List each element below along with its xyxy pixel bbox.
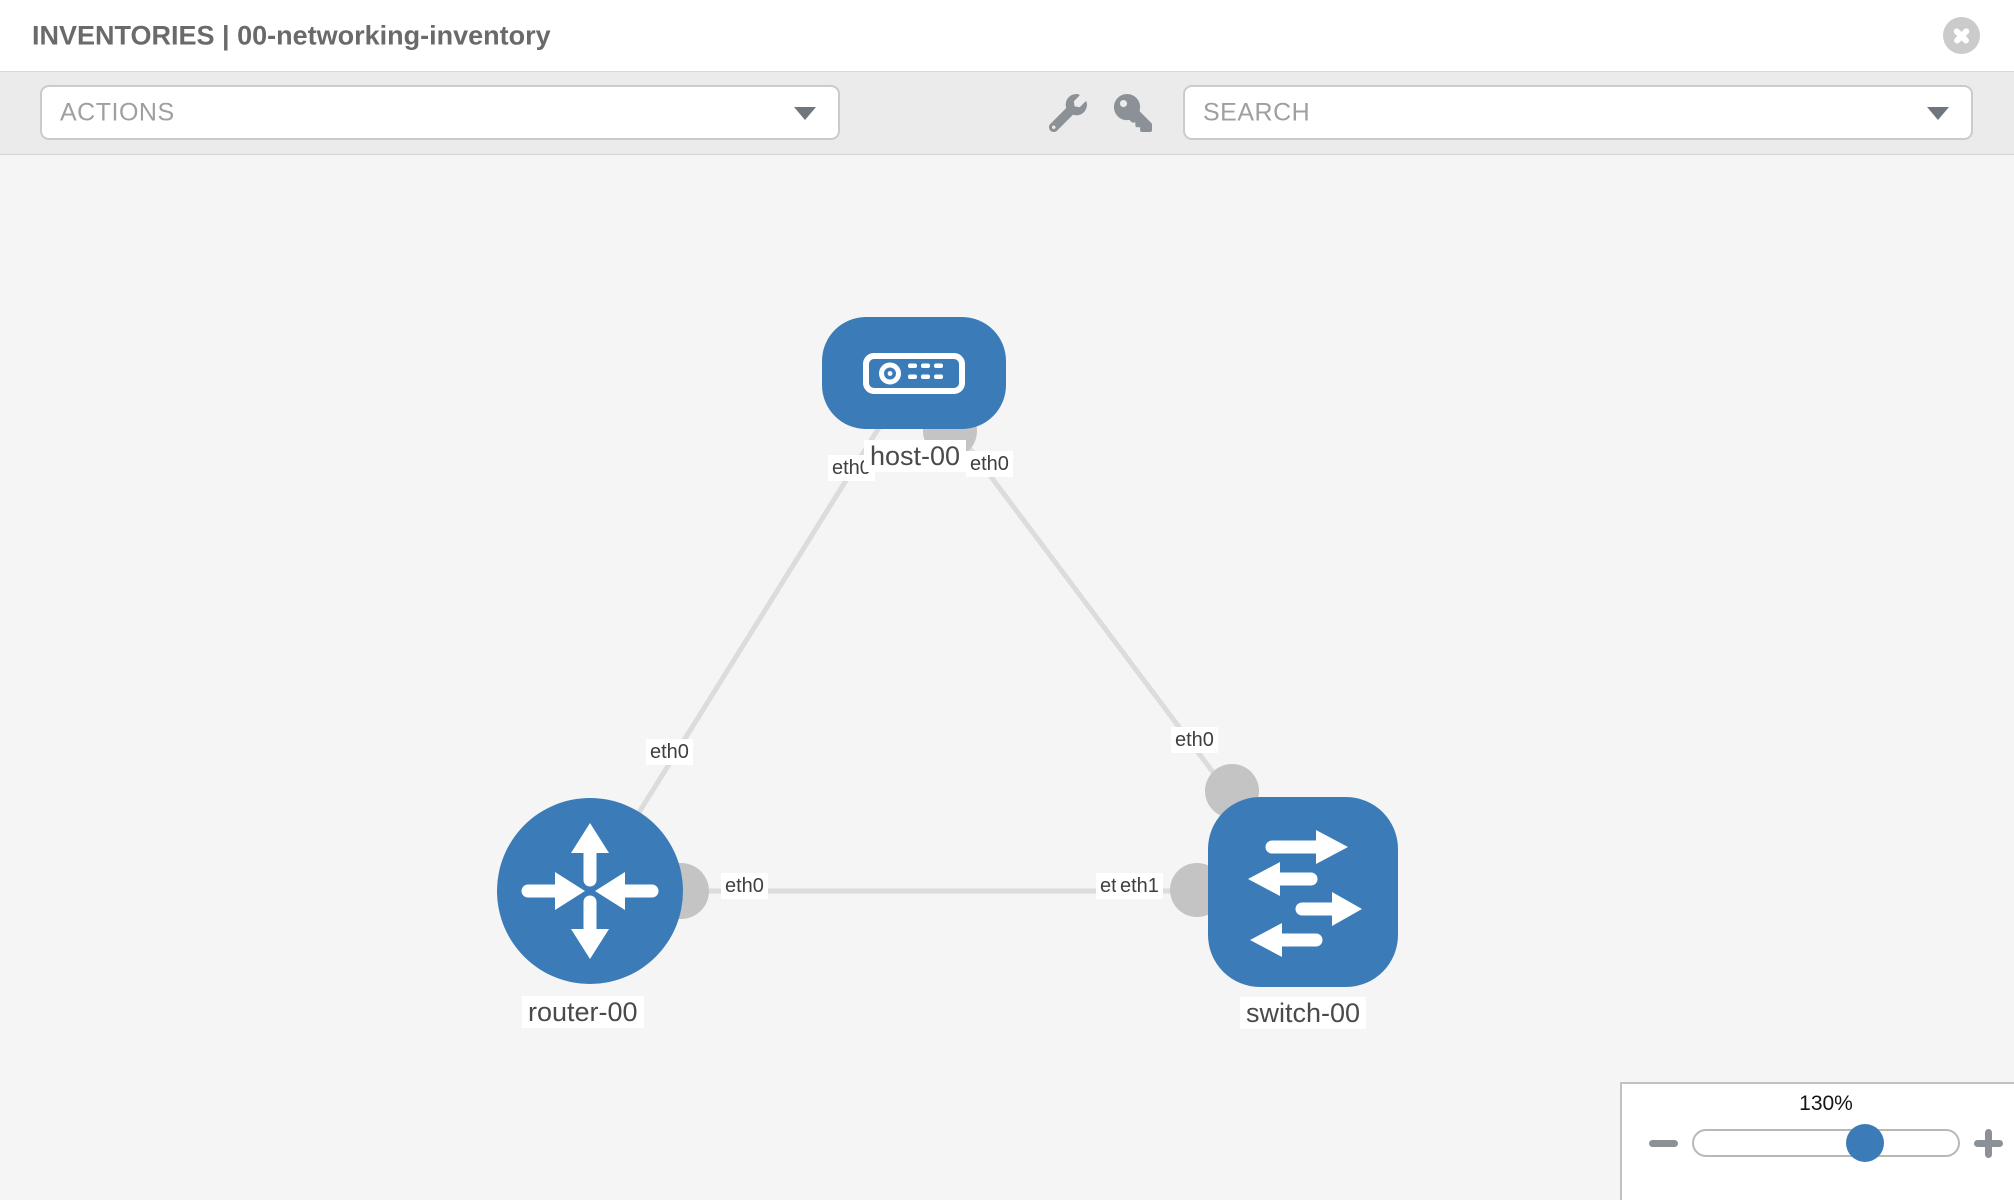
caret-down-icon — [794, 107, 816, 120]
search-dropdown[interactable]: SEARCH — [1183, 85, 1973, 140]
node-label-router-00: router-00 — [522, 996, 644, 1028]
switch-icon — [1248, 830, 1362, 957]
interface-label-router-to-switch: eth0 — [721, 873, 768, 899]
zoom-in-button[interactable] — [1974, 1129, 2003, 1158]
node-switch-00[interactable] — [1208, 797, 1398, 987]
link-ports — [653, 404, 1259, 919]
actions-dropdown-label: ACTIONS — [60, 98, 175, 126]
node-label-switch-00: switch-00 — [1240, 997, 1367, 1029]
zoom-level-label: 130% — [1799, 1092, 1853, 1115]
caret-down-icon — [1927, 107, 1949, 120]
credentials-button[interactable] — [1114, 94, 1152, 132]
interface-label-switch-to-host: eth0 — [1171, 727, 1218, 753]
zoom-out-button[interactable] — [1649, 1140, 1678, 1147]
wrench-icon — [1048, 94, 1087, 133]
router-icon — [521, 823, 659, 959]
zoom-panel: 130% — [1620, 1082, 2014, 1200]
topology-canvas[interactable] — [0, 155, 2014, 1200]
node-label-host-00: host-00 — [864, 440, 967, 472]
interface-label-host-to-switch: eth0 — [966, 451, 1013, 477]
zoom-slider-knob[interactable] — [1846, 1124, 1884, 1162]
interface-label-router-to-host: eth0 — [646, 739, 693, 765]
server-icon — [863, 353, 965, 394]
tools-button[interactable] — [1048, 94, 1087, 133]
page-title: INVENTORIES | 00-networking-inventory — [32, 20, 551, 50]
header: INVENTORIES | 00-networking-inventory — [0, 0, 2014, 72]
node-host-00[interactable] — [822, 317, 1006, 429]
node-router-00[interactable] — [497, 798, 683, 984]
zoom-slider[interactable] — [1692, 1129, 1960, 1157]
interface-label-switch-to-router: eth1 — [1116, 873, 1163, 899]
search-dropdown-label: SEARCH — [1203, 98, 1311, 126]
close-button[interactable] — [1943, 17, 1980, 54]
actions-dropdown[interactable]: ACTIONS — [40, 85, 840, 140]
key-icon — [1114, 94, 1152, 132]
toolbar: ACTIONS SEARCH — [0, 72, 2014, 155]
